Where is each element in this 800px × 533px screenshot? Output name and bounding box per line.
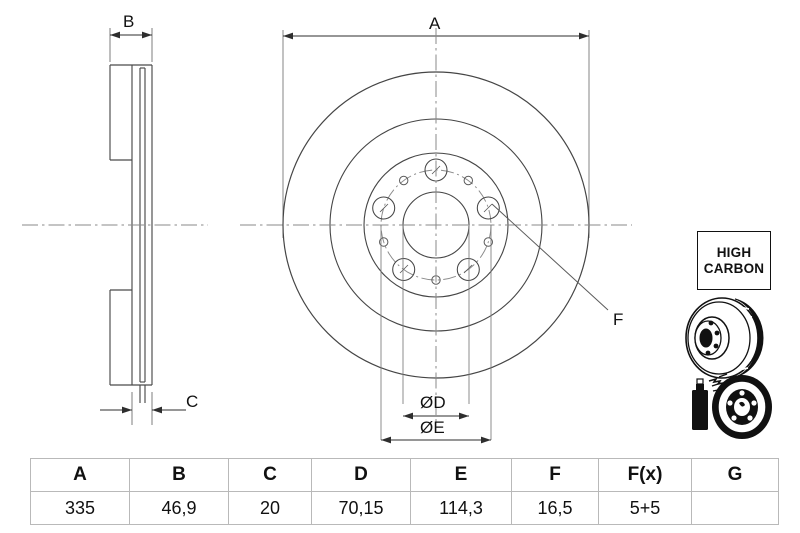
- dimension-label-a: A: [429, 14, 441, 33]
- disc-section-profile: [109, 64, 153, 225]
- bolt-holes-group: [372, 158, 500, 282]
- bolt-hole: [392, 257, 416, 282]
- value-d: 70,15: [311, 491, 411, 525]
- high-carbon-line-1: HIGH: [716, 245, 752, 261]
- specification-table: A B C D E F F(x) G 335 46,9 20 70,15 114…: [30, 458, 779, 525]
- bolt-hole: [476, 196, 500, 220]
- value-c: 20: [228, 491, 312, 525]
- header-f: F: [511, 458, 599, 492]
- value-a: 335: [30, 491, 130, 525]
- dimension-label-f: F: [613, 310, 624, 329]
- leader-line-f: [491, 203, 609, 311]
- small-hole: [463, 175, 473, 186]
- header-a: A: [30, 458, 130, 492]
- bolt-hole: [372, 196, 396, 220]
- dimension-e: [380, 225, 492, 444]
- small-hole: [379, 237, 389, 247]
- dimension-b: [109, 28, 153, 62]
- value-f: 16,5: [511, 491, 599, 525]
- front-view-group: [240, 28, 632, 444]
- table-header-row: A B C D E F F(x) G: [30, 458, 779, 492]
- value-g: [691, 491, 779, 525]
- header-c: C: [228, 458, 312, 492]
- high-carbon-badge: HIGH CARBON: [697, 231, 771, 290]
- header-fx: F(x): [598, 458, 692, 492]
- dimension-label-e: ØE: [420, 418, 445, 437]
- disc-section-profile-mirror: [109, 225, 153, 386]
- dimension-c: [100, 392, 186, 425]
- value-e: 114,3: [410, 491, 512, 525]
- bolt-hole: [456, 257, 480, 282]
- table-value-row: 335 46,9 20 70,15 114,3 16,5 5+5: [30, 491, 779, 525]
- dimension-label-b: B: [123, 12, 135, 31]
- ventilated-disc-icon: [685, 297, 764, 379]
- header-e: E: [410, 458, 512, 492]
- value-b: 46,9: [129, 491, 229, 525]
- dimension-label-d: ØD: [420, 393, 446, 412]
- dimension-d: [402, 225, 470, 420]
- disc-hub-stub: [139, 385, 146, 403]
- small-hole: [483, 237, 493, 247]
- small-hole: [399, 175, 409, 186]
- high-carbon-line-2: CARBON: [703, 260, 765, 276]
- value-fx: 5+5: [598, 491, 692, 525]
- header-d: D: [311, 458, 411, 492]
- header-b: B: [129, 458, 229, 492]
- dimension-label-c: C: [186, 392, 199, 411]
- bolt-hole-marks: [379, 165, 493, 274]
- header-g: G: [691, 458, 779, 492]
- side-view-group: [22, 28, 208, 425]
- coated-disc-spray-icon: [692, 373, 772, 439]
